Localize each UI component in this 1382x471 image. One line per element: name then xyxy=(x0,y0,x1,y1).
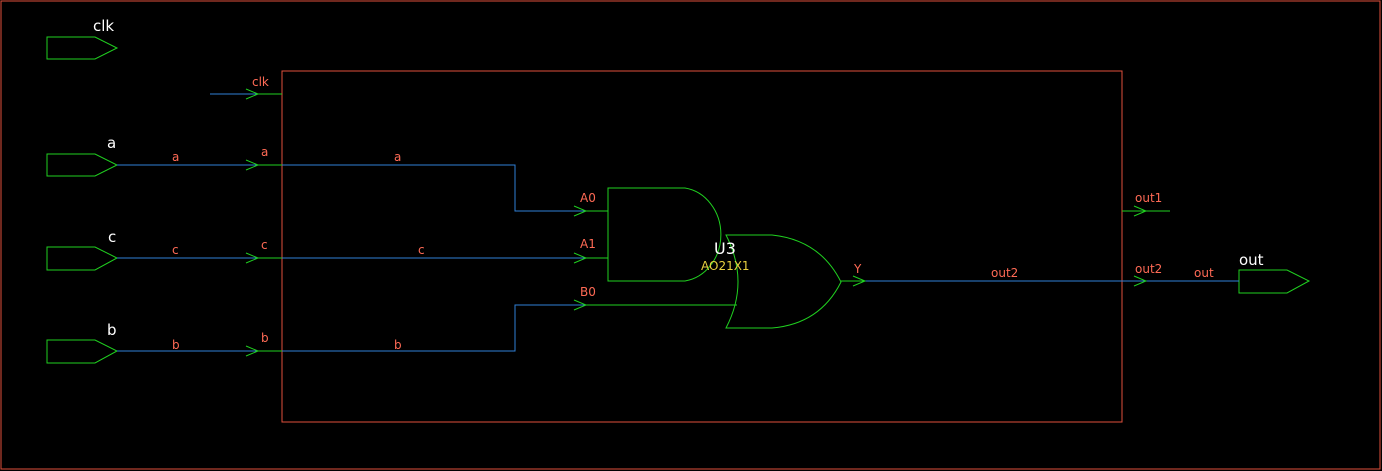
arrow-module-out1 xyxy=(1133,205,1148,217)
net-c-inner-label: c xyxy=(418,243,425,257)
gate-pin-b0-label: B0 xyxy=(580,285,596,299)
module-pin-c-label: c xyxy=(261,238,268,252)
port-b[interactable]: b xyxy=(46,321,119,364)
gate-pin-y-label: Y xyxy=(853,262,862,276)
gate-instance-label: U3 xyxy=(714,239,736,258)
gate-pin-a0-label: A0 xyxy=(580,191,596,205)
module-pin-out2-label: out2 xyxy=(1135,262,1162,276)
gate-and-body[interactable] xyxy=(607,187,722,282)
port-b-shape[interactable] xyxy=(46,339,119,364)
arrow-module-out2 xyxy=(1133,275,1148,287)
port-c[interactable]: c xyxy=(46,228,119,271)
module-pin-b-label: b xyxy=(261,331,269,345)
net-b-inner-label: b xyxy=(394,338,402,352)
net-a-outer-label: a xyxy=(172,150,179,164)
gate-u3[interactable] xyxy=(586,187,842,329)
module-pin-a-label: a xyxy=(261,145,268,159)
module-boundary[interactable] xyxy=(281,70,1123,423)
wires xyxy=(117,93,1239,352)
port-a[interactable]: a xyxy=(46,134,119,177)
port-clk[interactable]: clk xyxy=(46,17,119,60)
port-out[interactable]: out xyxy=(1238,251,1311,294)
port-c-label: c xyxy=(108,228,116,246)
port-out-label: out xyxy=(1239,251,1264,269)
wire-a[interactable] xyxy=(117,164,608,212)
net-out-label: out xyxy=(1194,266,1214,280)
port-clk-label: clk xyxy=(93,17,114,35)
port-b-label: b xyxy=(107,321,117,339)
net-out2-label: out2 xyxy=(991,266,1018,280)
net-c-outer-label: c xyxy=(172,243,179,257)
module-pin-out1-label: out1 xyxy=(1135,191,1162,205)
port-a-shape[interactable] xyxy=(46,153,119,177)
gate-or-body[interactable] xyxy=(725,234,842,329)
port-clk-shape[interactable] xyxy=(46,36,119,60)
gate-pin-a1-label: A1 xyxy=(580,237,596,251)
port-c-shape[interactable] xyxy=(46,246,119,271)
module-pin-clk-label: clk xyxy=(252,75,269,89)
port-a-label: a xyxy=(107,134,116,152)
gate-cell-label: AO21X1 xyxy=(701,259,750,273)
net-b-outer-label: b xyxy=(172,338,180,352)
port-out-shape[interactable] xyxy=(1238,269,1311,294)
net-a-inner-label: a xyxy=(394,150,401,164)
wire-b[interactable] xyxy=(117,304,608,352)
pin-arrows xyxy=(245,88,1170,357)
